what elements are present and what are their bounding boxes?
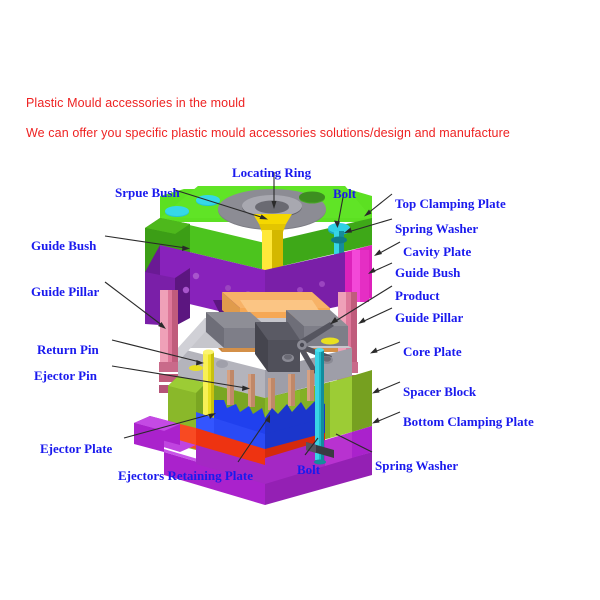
callout-label-ejector-plate: Ejector Plate — [40, 441, 113, 456]
locating-ring-part — [218, 189, 326, 230]
callout-label-spring-washer-top: Spring Washer — [395, 221, 479, 236]
guide-bush-right-part — [352, 250, 369, 302]
ejector-pin-group — [227, 370, 314, 410]
callout-label-core-plate: Core Plate — [403, 344, 462, 359]
callout-label-bolt-top: Bolt — [333, 186, 357, 201]
callout-label-guide-bush-right: Guide Bush — [395, 265, 461, 280]
header-line-2: We can offer you specific plastic mould … — [26, 126, 510, 140]
guide-pillar-left-part — [159, 290, 179, 393]
callout-label-locating-ring: Locating Ring — [232, 165, 312, 180]
callout-label-guide-pillar-right: Guide Pillar — [395, 310, 464, 325]
callout-label-ejector-pin: Ejector Pin — [34, 368, 97, 383]
callout-label-bottom-clamping-plate: Bottom Clamping Plate — [403, 414, 534, 429]
callout-label-srpue-bush: Srpue Bush — [115, 185, 180, 200]
callout-label-ejectors-retaining-plate: Ejectors Retaining Plate — [118, 468, 254, 483]
callout-label-guide-pillar-left: Guide Pillar — [31, 284, 100, 299]
callout-label-return-pin: Return Pin — [37, 342, 99, 357]
callout-label-bolt-bottom: Bolt — [297, 462, 321, 477]
callout-label-spring-washer-bottom: Spring Washer — [375, 458, 459, 473]
callout-label-cavity-plate: Cavity Plate — [403, 244, 472, 259]
header-line-1: Plastic Mould accessories in the mould — [26, 96, 246, 110]
bottom-clamping-plate-group — [134, 416, 372, 505]
callout-label-spacer-block: Spacer Block — [403, 384, 477, 399]
ejectors-retaining-plate-part — [196, 400, 325, 452]
callout-label-product: Product — [395, 288, 440, 303]
callout-label-top-clamping-plate: Top Clamping Plate — [395, 196, 506, 211]
callout-label-guide-bush-left: Guide Bush — [31, 238, 97, 253]
leader-lines — [104, 172, 401, 463]
bolt-bottom-part — [306, 348, 334, 465]
